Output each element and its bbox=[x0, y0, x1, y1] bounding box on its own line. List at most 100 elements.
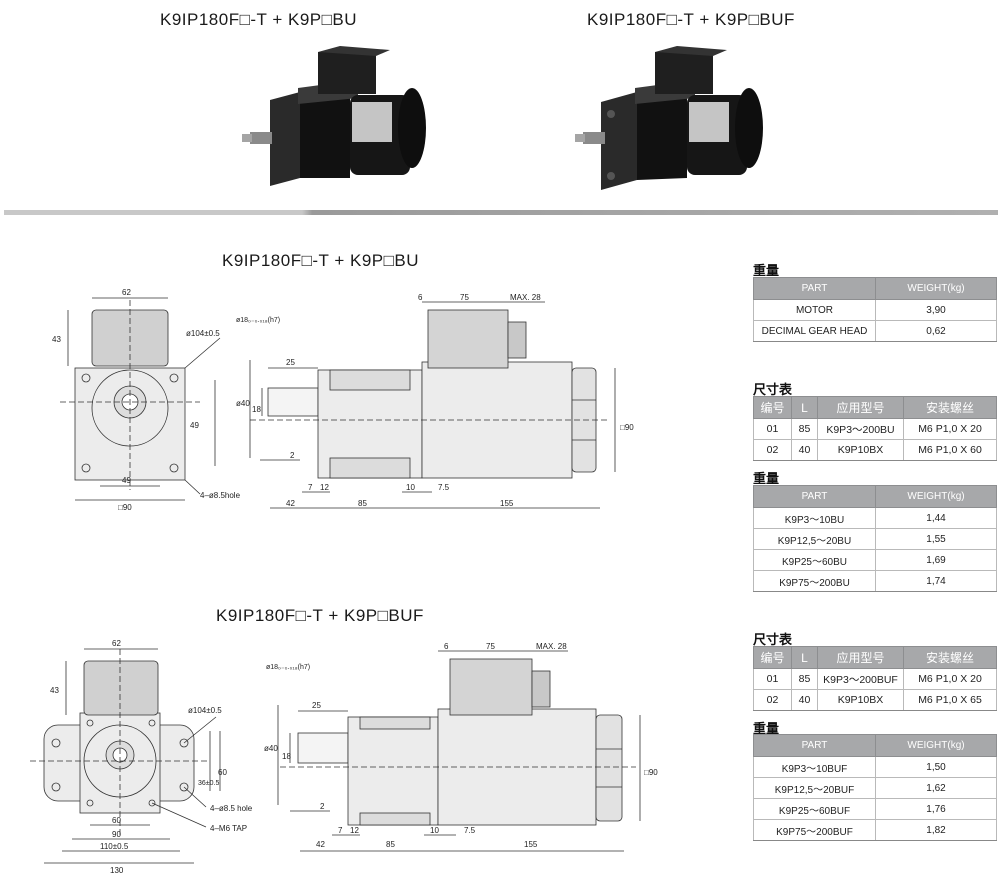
drawing1-title: K9IP180F□-T + K9P□BU bbox=[222, 251, 419, 270]
d1-dim-2: 2 bbox=[290, 451, 295, 460]
d1-dim-6: 6 bbox=[418, 293, 423, 302]
table-cell: 1,50 bbox=[875, 756, 997, 778]
table-cell: K9P3～10BUF bbox=[753, 756, 876, 778]
table-header-cell: PART bbox=[753, 734, 876, 757]
d1-dim-49v: 49 bbox=[190, 421, 199, 430]
table-cell: K9P75～200BUF bbox=[753, 819, 876, 841]
d1-dim-max28: MAX. 28 bbox=[510, 293, 541, 302]
d2-dim-90h: 90 bbox=[112, 830, 121, 839]
table-header-cell: 安装螺丝 bbox=[903, 396, 997, 419]
motor-photo-buf bbox=[575, 46, 763, 190]
d2-dim-max28: MAX. 28 bbox=[536, 642, 567, 651]
d2-dim-hole: 4–ø8.5 hole bbox=[210, 804, 253, 813]
table-cell: K9P75～200BU bbox=[753, 570, 876, 592]
motor-photo-bu bbox=[242, 46, 426, 186]
table-cell: K9P3～200BUF bbox=[817, 668, 904, 690]
table-cell: M6 P1,0 X 60 bbox=[903, 439, 997, 461]
d1-dim-hole: 4–ø8.5hole bbox=[200, 491, 241, 500]
table-header-cell: WEIGHT(kg) bbox=[875, 277, 997, 300]
d2-dim-75: 75 bbox=[486, 642, 495, 651]
table-cell: 1,44 bbox=[875, 507, 997, 529]
table-cell: 40 bbox=[791, 439, 818, 461]
d2-dim-43: 43 bbox=[50, 686, 59, 695]
table-header-cell: PART bbox=[753, 485, 876, 508]
d2-dim-10: 10 bbox=[430, 826, 439, 835]
d2-dim-25: 25 bbox=[312, 701, 321, 710]
d2-dim-18h7: ø18₀₋₀.₀₁₈(h7) bbox=[266, 664, 310, 671]
d1-dim-90sq: □90 bbox=[118, 503, 132, 512]
d2-dim-110: 110±0.5 bbox=[100, 842, 129, 851]
table-cell: 02 bbox=[753, 689, 792, 711]
weight1-title: 重量 bbox=[753, 263, 780, 278]
table-header-cell: 编号 bbox=[753, 646, 792, 669]
d2-dim-60h: 60 bbox=[112, 816, 121, 825]
table-cell: 3,90 bbox=[875, 299, 997, 321]
table-header-cell: 应用型号 bbox=[817, 396, 904, 419]
d2-dim-18: 18 bbox=[282, 752, 291, 761]
drawing2-svg: 62 43 ø104±0.5 36±0.5 60 60 90 110±0.5 1… bbox=[30, 639, 658, 875]
top-right-model-title: K9IP180F□-T + K9P□BUF bbox=[587, 10, 795, 29]
table-header-cell: WEIGHT(kg) bbox=[875, 734, 997, 757]
d2-dim-75b: 7.5 bbox=[464, 826, 476, 835]
table-cell: 1,74 bbox=[875, 570, 997, 592]
d1-dim-7: 7 bbox=[308, 483, 313, 492]
table-cell: MOTOR bbox=[753, 299, 876, 321]
d2-dim-42: 42 bbox=[316, 840, 325, 849]
table-cell: M6 P1,0 X 20 bbox=[903, 668, 997, 690]
table-cell: K9P25～60BU bbox=[753, 549, 876, 571]
d2-dim-2: 2 bbox=[320, 802, 325, 811]
d2-dim-7: 7 bbox=[338, 826, 343, 835]
d1-dim-62: 62 bbox=[122, 288, 131, 297]
size1-title: 尺寸表 bbox=[753, 382, 793, 397]
table-row: 编号 L 应用型号 安装螺丝 bbox=[753, 396, 997, 419]
d1-dim-75: 75 bbox=[460, 293, 469, 302]
table-cell: K9P10BX bbox=[817, 439, 904, 461]
table-cell: 85 bbox=[791, 418, 818, 440]
table-header-cell: PART bbox=[753, 277, 876, 300]
d2-dim-155: 155 bbox=[524, 840, 538, 849]
d2-dim-6: 6 bbox=[444, 642, 449, 651]
d1-dim-85: 85 bbox=[358, 499, 367, 508]
drawing1-svg: 62 43 ø104±0.5 49 49 □90 4–ø8.5hole ø18₀… bbox=[52, 288, 634, 512]
d1-dim-42: 42 bbox=[286, 499, 295, 508]
table-cell: 01 bbox=[753, 668, 792, 690]
d1-dim-90: □90 bbox=[620, 423, 634, 432]
table-cell: K9P12,5～20BU bbox=[753, 528, 876, 550]
d1-dim-25: 25 bbox=[286, 358, 295, 367]
d2-dim-85: 85 bbox=[386, 840, 395, 849]
d1-dim-18: 18 bbox=[252, 405, 261, 414]
d2-dim-36: 36±0.5 bbox=[198, 780, 219, 787]
table-cell: 01 bbox=[753, 418, 792, 440]
table-cell: K9P10BX bbox=[817, 689, 904, 711]
d1-dim-40: ø40 bbox=[236, 399, 250, 408]
d1-dim-75b: 7.5 bbox=[438, 483, 450, 492]
d2-dim-130: 130 bbox=[110, 866, 124, 875]
table-cell: M6 P1,0 X 65 bbox=[903, 689, 997, 711]
table-cell: 1,82 bbox=[875, 819, 997, 841]
d1-dim-49h: 49 bbox=[122, 476, 131, 485]
table-cell: K9P3～200BU bbox=[817, 418, 904, 440]
d2-dim-tap: 4–M6 TAP bbox=[210, 824, 247, 833]
table-header-cell: 编号 bbox=[753, 396, 792, 419]
size2-title: 尺寸表 bbox=[753, 632, 793, 647]
weight3-title: 重量 bbox=[753, 721, 780, 736]
table-cell: 02 bbox=[753, 439, 792, 461]
table-cell: K9P3～10BU bbox=[753, 507, 876, 529]
table-header-cell: 安装螺丝 bbox=[903, 646, 997, 669]
d1-dim-18h7: ø18₀₋₀.₀₁₈(h7) bbox=[236, 317, 280, 324]
